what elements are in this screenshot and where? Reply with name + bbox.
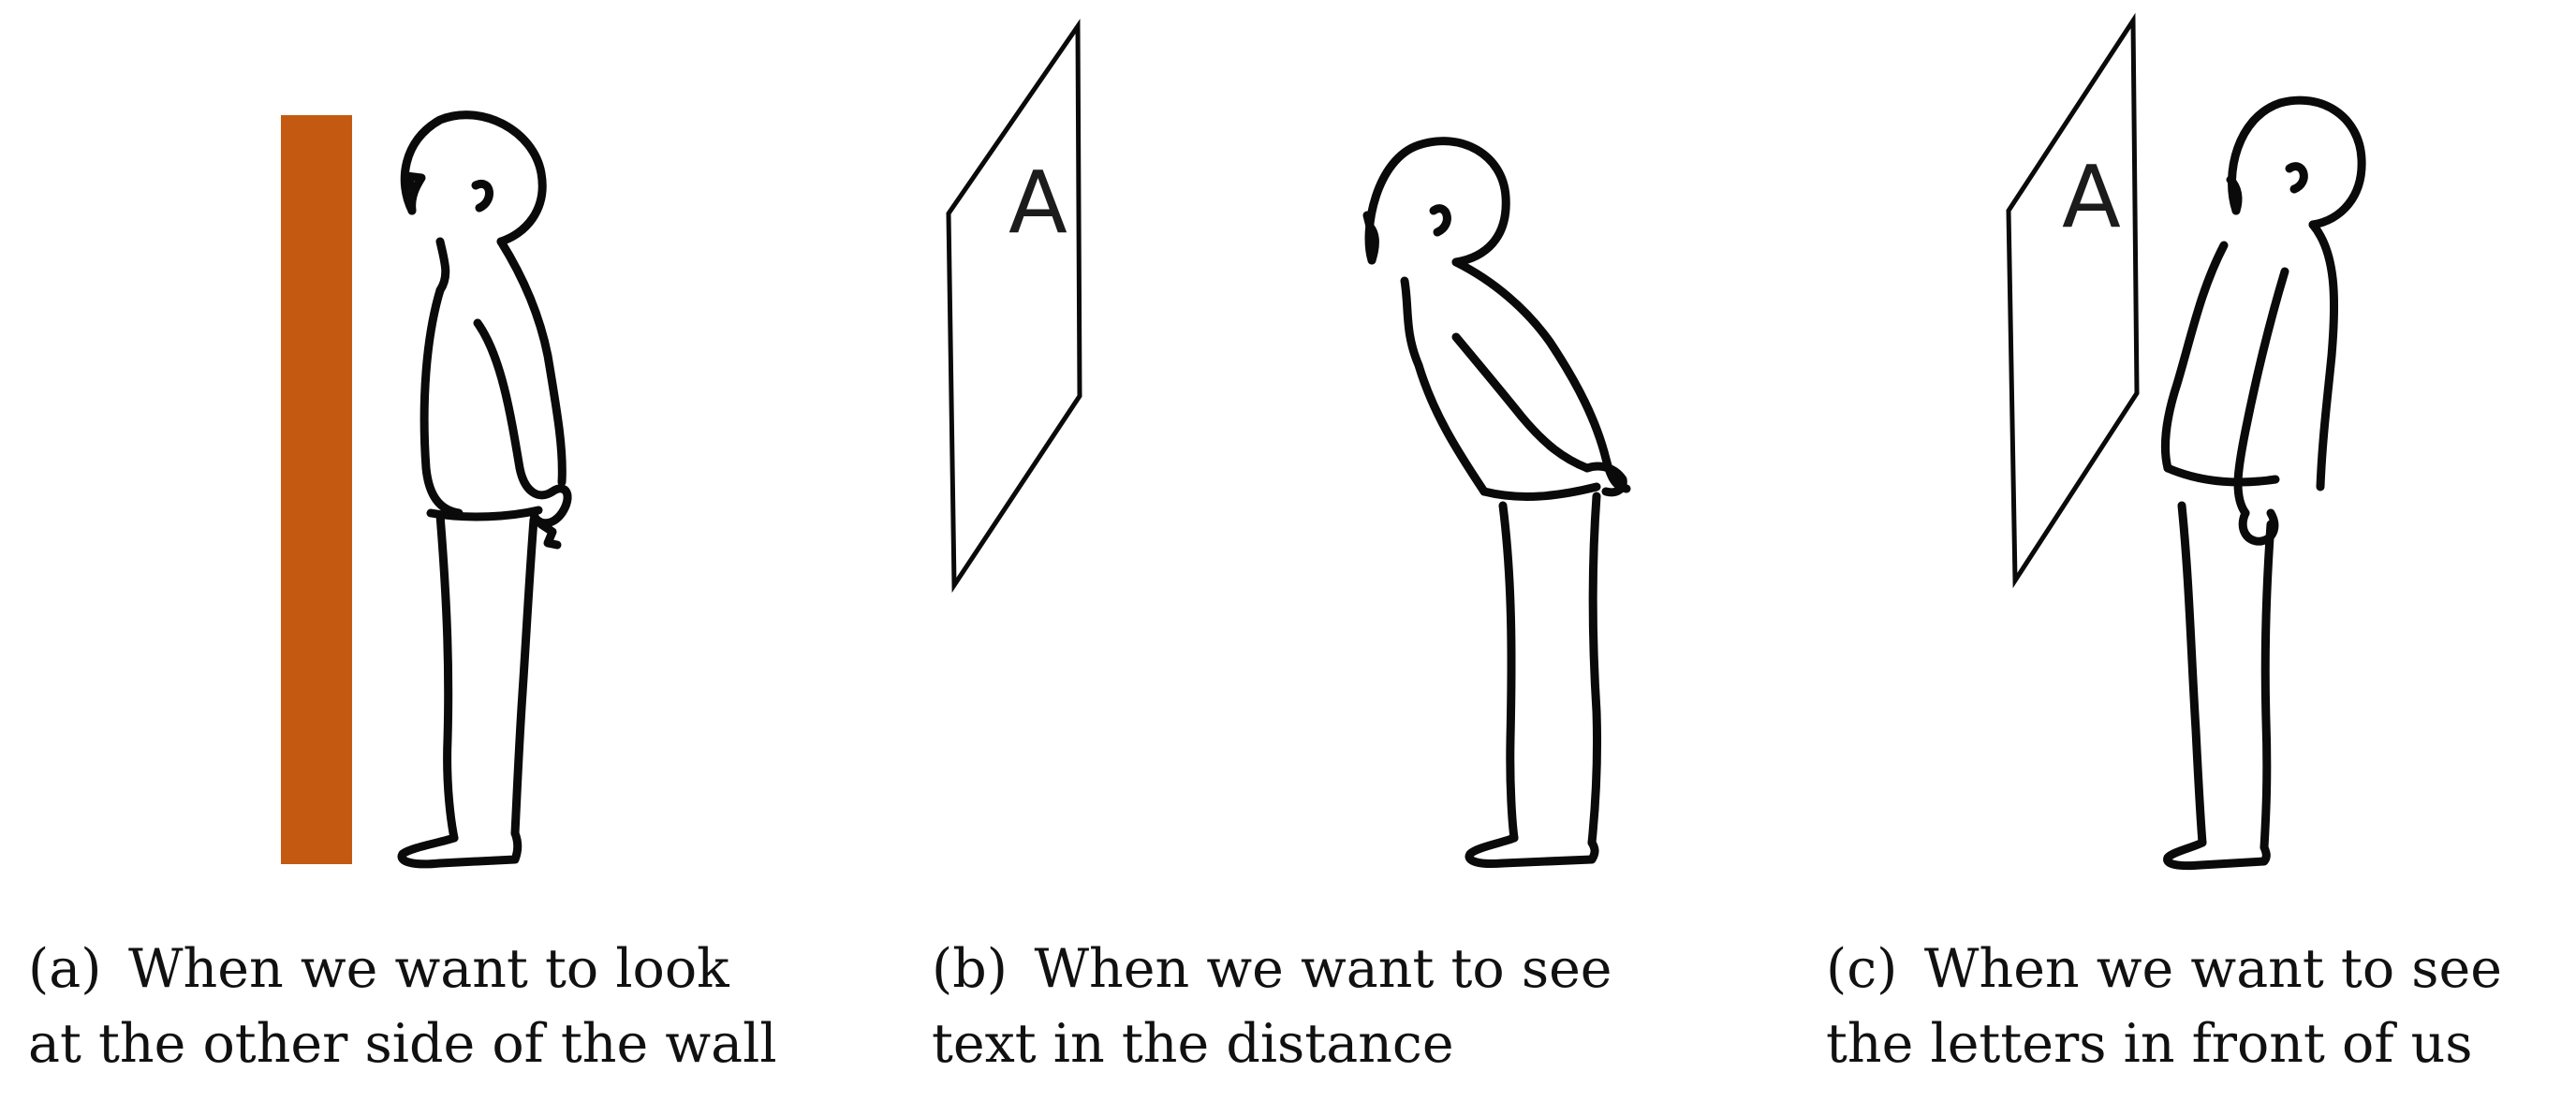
wall xyxy=(281,115,352,864)
caption-a-line2: at the other side of the wall xyxy=(28,1013,777,1075)
sign-board xyxy=(2006,12,2140,589)
sign-letter: A xyxy=(1008,153,1067,253)
leaning-back-figure xyxy=(2160,95,2366,871)
caption-b-line2: text in the distance xyxy=(932,1013,1454,1075)
panel-b: A (b) When we want to see text in the di… xyxy=(904,0,1762,1116)
caption-c: (c) When we want to see the letters in f… xyxy=(1826,932,2576,1081)
caption-a: (a) When we want to look at the other si… xyxy=(28,932,852,1081)
panel-c: A (c) When we want to see the letters in… xyxy=(1798,0,2576,1116)
standing-figure xyxy=(397,110,572,869)
sign-letter: A xyxy=(2062,147,2121,247)
caption-c-line1: (c) When we want to see xyxy=(1826,938,2502,1000)
caption-b: (b) When we want to see text in the dist… xyxy=(932,932,1756,1081)
sign-board xyxy=(946,19,1082,594)
caption-a-line1: (a) When we want to look xyxy=(28,938,729,1000)
panel-a: (a) When we want to look at the other si… xyxy=(0,0,859,1116)
caption-c-line2: the letters in front of us xyxy=(1826,1013,2473,1075)
panel-c-illustration: A xyxy=(2006,12,2366,871)
caption-b-line1: (b) When we want to see xyxy=(932,938,1612,1000)
leaning-figure xyxy=(1362,137,1631,868)
panel-a-illustration xyxy=(281,110,572,869)
panel-b-illustration: A xyxy=(946,19,1631,868)
